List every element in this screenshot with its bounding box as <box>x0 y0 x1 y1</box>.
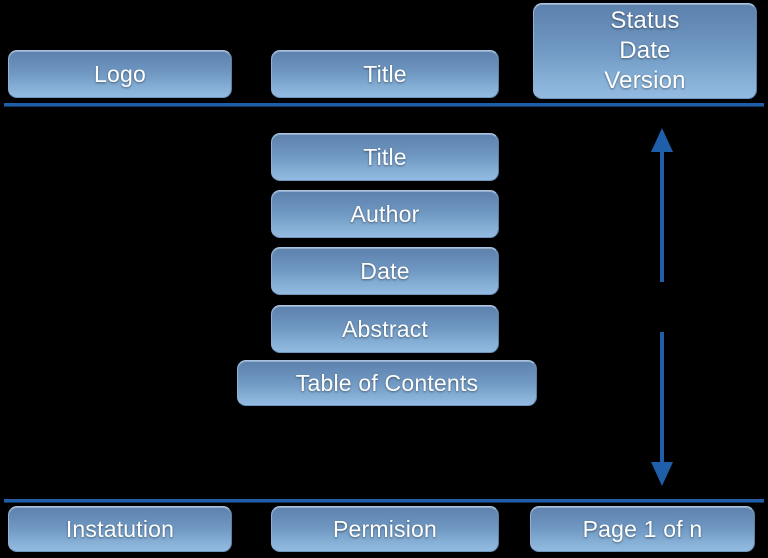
footer-separator <box>4 499 764 502</box>
footer-box-permision[interactable]: Permision <box>271 506 499 552</box>
body-box-author-label: Author <box>350 200 420 227</box>
header-box-title-label: Title <box>363 60 407 87</box>
header-box-logo[interactable]: Logo <box>8 50 232 98</box>
arrow-head-down-icon <box>651 462 673 486</box>
arrow-head-up-icon <box>651 128 673 152</box>
header-box-status-date-version-label: Status Date Version <box>604 7 686 94</box>
body-box-abstract-label: Abstract <box>342 315 428 342</box>
body-box-title[interactable]: Title <box>271 133 499 181</box>
body-box-date[interactable]: Date <box>271 247 499 295</box>
footer-box-permision-label: Permision <box>332 515 438 542</box>
arrow-shaft-upper <box>660 150 664 282</box>
header-box-title[interactable]: Title <box>271 50 499 98</box>
body-box-date-label: Date <box>360 257 410 284</box>
body-box-table-of-contents-label: Table of Contents <box>295 369 479 396</box>
body-box-abstract[interactable]: Abstract <box>271 305 499 353</box>
body-box-author[interactable]: Author <box>271 190 499 238</box>
footer-box-instatution-label: Instatution <box>65 515 175 542</box>
header-box-status-date-version[interactable]: Status Date Version <box>533 3 757 99</box>
body-box-title-label: Title <box>363 143 407 170</box>
header-separator <box>4 103 764 106</box>
header-box-logo-label: Logo <box>94 60 146 87</box>
footer-box-page-number[interactable]: Page 1 of n <box>530 506 755 552</box>
vertical-extent-arrow <box>640 128 684 486</box>
footer-box-page-number-label: Page 1 of n <box>582 515 703 542</box>
arrow-shaft-lower <box>660 332 664 462</box>
body-box-table-of-contents[interactable]: Table of Contents <box>237 360 537 406</box>
footer-box-instatution[interactable]: Instatution <box>8 506 232 552</box>
